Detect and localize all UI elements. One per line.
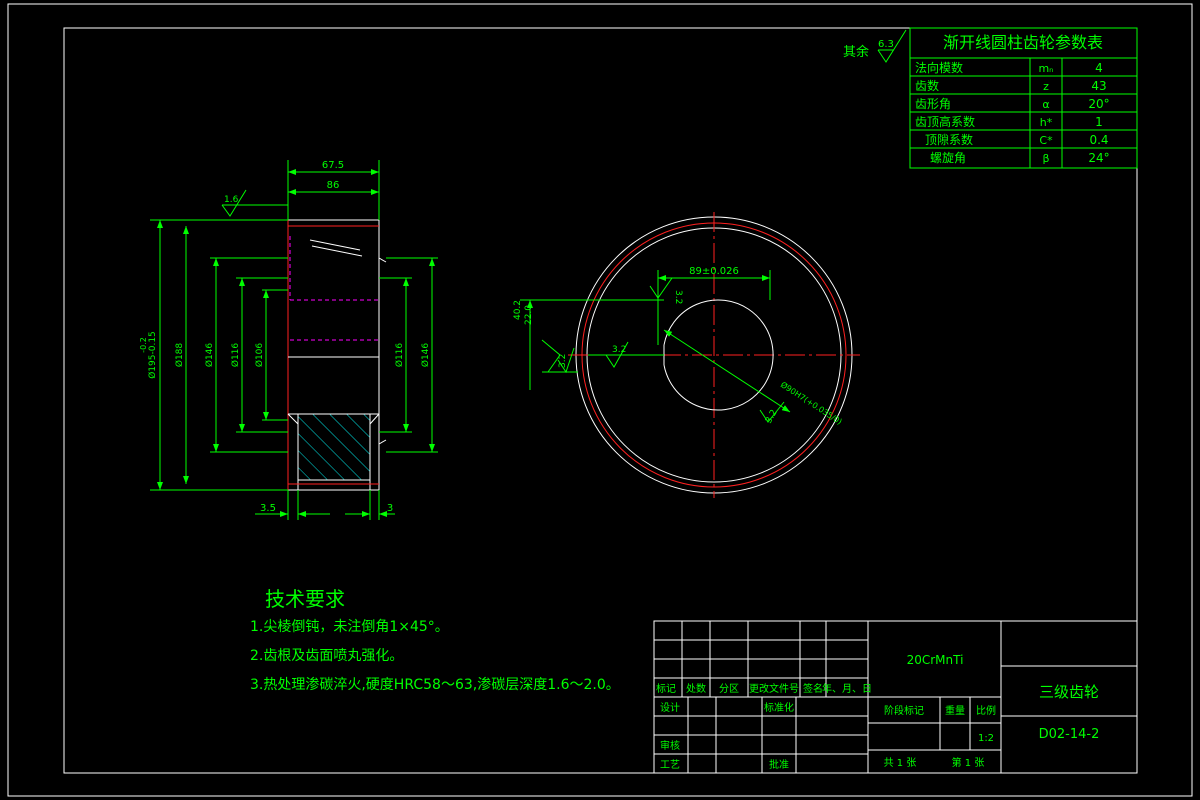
param-symbol: C* <box>1039 134 1053 147</box>
tb-process-label: 工艺 <box>660 759 680 771</box>
param-value: 4 <box>1095 61 1103 75</box>
tb-header-cell: 处数 <box>686 682 706 695</box>
param-value: 24° <box>1088 151 1109 165</box>
tech-item: 1.尖棱倒钝，未注倒角1×45°。 <box>250 619 449 635</box>
roughness-value: 6.3 <box>878 39 894 50</box>
roughness-value: 3.2 <box>673 290 683 304</box>
tb-header-cell: 签名 <box>803 682 823 695</box>
param-name: 螺旋角 <box>930 151 966 165</box>
tb-review-label: 审核 <box>660 739 680 752</box>
param-name: 齿形角 <box>915 97 951 111</box>
tech-requirements: 技术要求 1.尖棱倒钝，未注倒角1×45°。 2.齿根及齿面喷丸强化。 3.热处… <box>250 587 620 693</box>
param-name: 法向模数 <box>915 60 963 75</box>
roughness-value: 1.6 <box>224 195 239 205</box>
tech-item: 3.热处理渗碳淬火,硬度HRC58～63,渗碳层深度1.6～2.0。 <box>250 677 620 693</box>
front-view: 89±0.026 3.2 3.2 Ø90H7(+0.035/0) 3.2 40.… <box>513 212 860 498</box>
roughness-symbol-icon <box>605 341 629 368</box>
param-symbol: α <box>1042 98 1049 111</box>
param-value: 43 <box>1091 79 1106 93</box>
tb-header-cell: 分区 <box>719 683 739 695</box>
dim-keyway-depth: 22.0 <box>524 305 534 325</box>
param-symbol: mₙ <box>1038 62 1053 75</box>
dim-bore: Ø90H7(+0.035/0) <box>779 379 844 426</box>
tb-standard-label: 标准化 <box>764 701 794 714</box>
param-table-title: 渐开线圆柱齿轮参数表 <box>943 33 1103 52</box>
param-table: 渐开线圆柱齿轮参数表 法向模数 mₙ 4 齿数 z 43 齿形角 α 20° 齿… <box>909 27 1138 169</box>
tb-header-cell: 标记 <box>656 683 676 695</box>
dim-d146: Ø146 <box>204 343 215 368</box>
outer-border <box>7 3 1193 797</box>
tb-material: 20CrMnTi <box>907 653 964 667</box>
dim-d116: Ø116 <box>230 343 241 368</box>
dim-od-tol: Ø195-0.15 <box>147 331 158 379</box>
dim-d146-right: Ø146 <box>420 343 431 368</box>
dim-d106: Ø106 <box>254 343 265 368</box>
param-value: 1 <box>1095 115 1103 129</box>
roughness-prefix: 其余 <box>843 44 869 60</box>
dim-od: Ø188 <box>174 343 185 368</box>
tb-weight-label: 重量 <box>945 704 965 717</box>
param-name: 齿顶高系数 <box>915 114 975 129</box>
roughness-value: 3.2 <box>558 354 568 368</box>
tb-scale-label: 比例 <box>976 704 996 717</box>
roughness-symbol-icon <box>759 401 785 423</box>
param-symbol: h* <box>1040 116 1053 129</box>
tb-stage-label: 阶段标记 <box>884 704 924 717</box>
roughness-default: 其余 6.3 <box>843 29 907 63</box>
roughness-symbol-icon <box>649 277 673 299</box>
dim-tol: -0.2 <box>139 337 148 353</box>
roughness-symbol-icon <box>221 189 247 217</box>
roughness-symbol-icon <box>557 347 575 374</box>
tb-part-name: 三级齿轮 <box>1039 683 1099 701</box>
roughness-symbol-icon <box>877 29 907 63</box>
inner-frame <box>63 27 1138 774</box>
title-block: 标记 处数 分区 更改文件号 签名 年、月、日 设计 标准化 审核 工艺 批准 … <box>653 620 1138 774</box>
tb-header-cell: 年、月、日 <box>822 682 872 695</box>
dim-width: 67.5 <box>322 160 344 171</box>
param-name: 齿数 <box>915 78 939 93</box>
tb-scale: 1:2 <box>978 733 994 744</box>
dim-width: 86 <box>327 180 340 191</box>
param-symbol: z <box>1043 80 1049 93</box>
dim-keyway-width: 89±0.026 <box>689 266 739 277</box>
roughness-value: 3.2 <box>612 345 626 355</box>
section-view: 67.5 86 1.6 Ø195-0.15 -0.2 Ø188 Ø146 Ø11… <box>139 160 438 520</box>
dim-chamfer-left: 3.5 <box>260 503 276 514</box>
tb-design-label: 设计 <box>660 701 680 714</box>
tb-header-cell: 更改文件号 <box>749 682 799 695</box>
tb-approve-label: 批准 <box>769 758 789 771</box>
tech-item: 2.齿根及齿面喷丸强化。 <box>250 648 403 664</box>
tb-sheet-no: 第 1 张 <box>952 756 985 769</box>
dim-d116-right: Ø116 <box>394 343 405 368</box>
param-value: 20° <box>1088 97 1109 111</box>
tb-drawing-no: D02-14-2 <box>1039 727 1100 742</box>
tech-title: 技术要求 <box>265 587 345 611</box>
param-symbol: β <box>1042 152 1049 165</box>
section-hatch <box>297 413 371 481</box>
dim-chamfer-right: 3 <box>387 503 393 514</box>
tb-total-sheets: 共 1 张 <box>884 757 917 769</box>
dim-keyway-depth: 40.2 <box>513 300 523 320</box>
param-value: 0.4 <box>1089 133 1108 147</box>
param-name: 顶隙系数 <box>925 132 973 147</box>
